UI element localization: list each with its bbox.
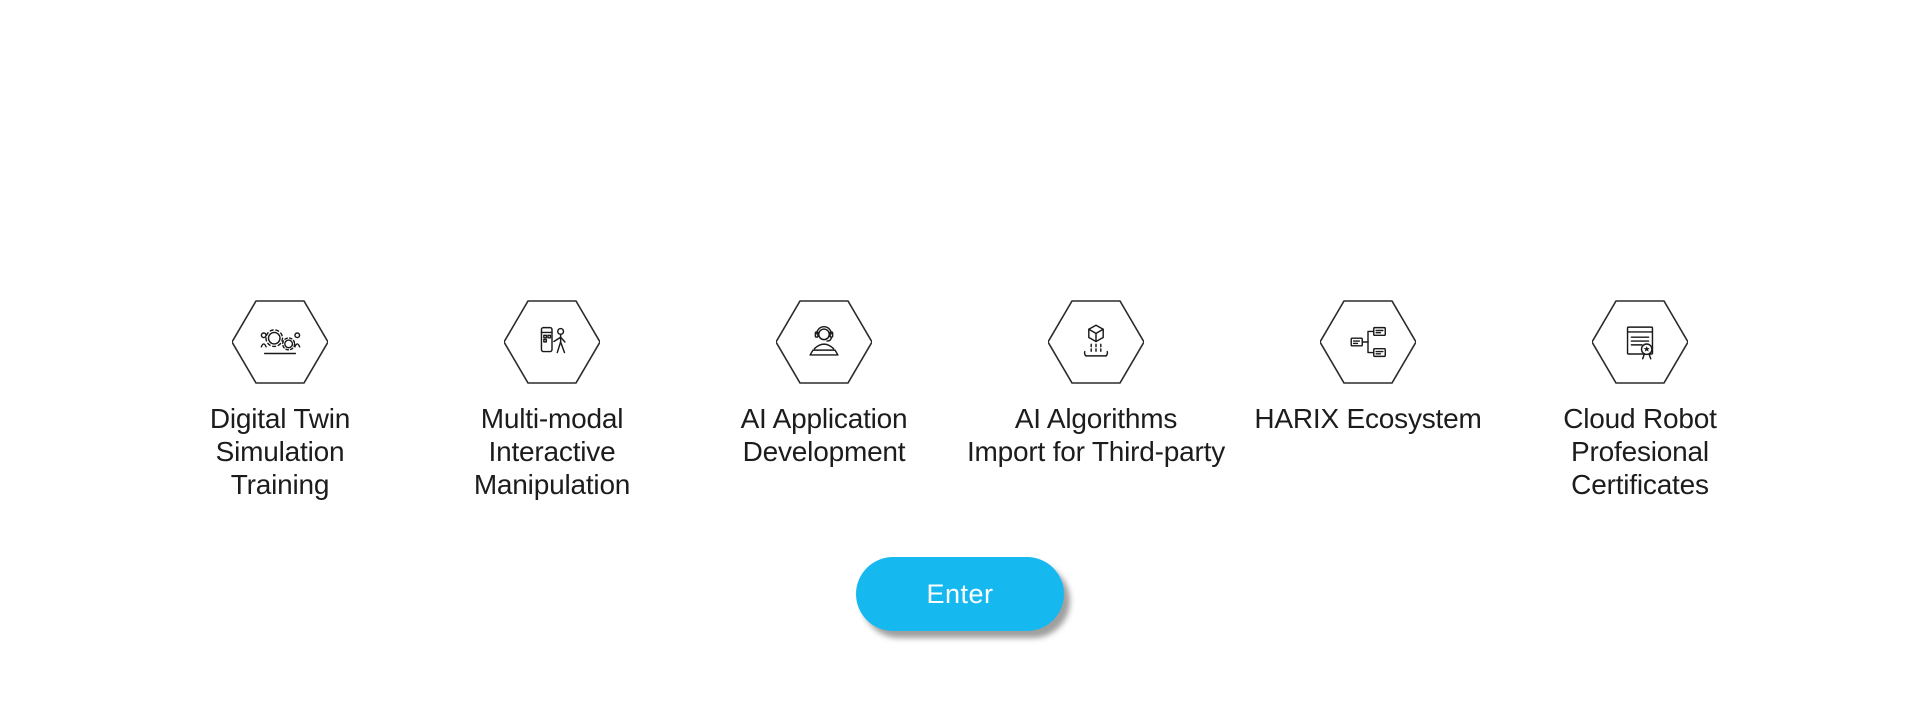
hexagon-outline: [504, 300, 600, 384]
feature-digital-twin-simulation-training[interactable]: Digital Twin Simulation Training: [144, 300, 416, 501]
feature-label: Multi-modal Interactive Manipulation: [473, 403, 631, 500]
feature-label: AI Application Development: [740, 403, 908, 467]
hexagon-frame: [1592, 300, 1688, 384]
feature-label: AI Algorithms Import for Third-party: [966, 403, 1226, 467]
enter-button[interactable]: Enter: [856, 557, 1064, 631]
feature-label: Cloud Robot Profesional Certificates: [1563, 403, 1717, 500]
hexagon-frame: [776, 300, 872, 384]
certificate-icon: [1626, 326, 1654, 360]
hexagon-frame: [1320, 300, 1416, 384]
hexagon-outline: [1320, 300, 1416, 384]
feature-label: Digital Twin Simulation Training: [209, 403, 351, 500]
hexagon-outline: [776, 300, 872, 384]
hexagon-frame: [232, 300, 328, 384]
feature-harix-ecosystem[interactable]: HARIX Ecosystem: [1232, 300, 1504, 435]
ai-algorithms-icon: [1083, 324, 1109, 357]
feature-ai-application-development[interactable]: AI Application Development: [688, 300, 960, 468]
digital-twin-icon: [260, 329, 301, 355]
harix-ecosystem-icon: [1350, 326, 1386, 358]
feature-ai-algorithms-import[interactable]: AI Algorithms Import for Third-party: [960, 300, 1232, 468]
feature-label: HARIX Ecosystem: [1254, 403, 1482, 434]
feature-cloud-robot-certificates[interactable]: Cloud Robot Profesional Certificates: [1504, 300, 1776, 501]
hexagon-frame: [1048, 300, 1144, 384]
ai-application-icon: [809, 326, 839, 356]
feature-multi-modal-interactive-manipulation[interactable]: Multi-modal Interactive Manipulation: [416, 300, 688, 501]
features-row: Digital Twin Simulation Training: [0, 300, 1920, 501]
multimodal-manipulation-icon: [540, 326, 566, 354]
hexagon-outline: [1592, 300, 1688, 384]
hexagon-outline: [1048, 300, 1144, 384]
hexagon-frame: [504, 300, 600, 384]
hexagon-outline: [232, 300, 328, 384]
